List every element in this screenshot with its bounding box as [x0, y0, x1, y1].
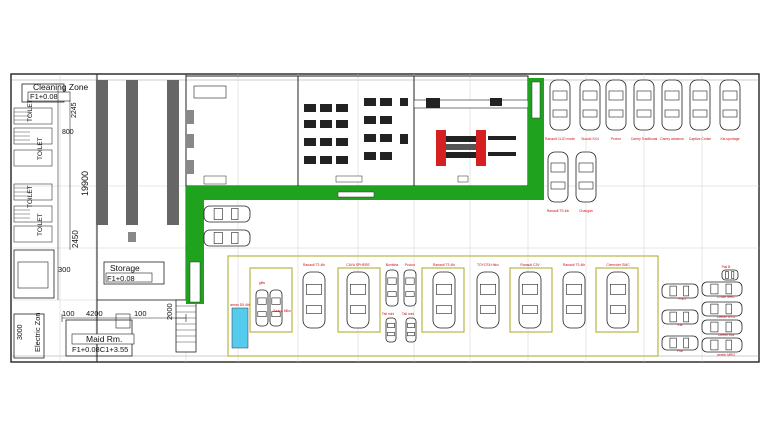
car-showroom-label-1: Ranault T3 4th [303, 263, 325, 267]
dim-100-right: 100 [134, 309, 147, 318]
cleaning-zone-label: Cleaning Zone [33, 82, 89, 92]
showroom-zones [227, 255, 659, 357]
right-cluster-label-1: Ford [679, 297, 686, 301]
dim-2000: 2000 [165, 303, 174, 320]
car-small-4 [405, 317, 417, 343]
dim-19900: 19900 [80, 171, 90, 196]
electric-zone [13, 313, 45, 359]
car-far-right-1 [721, 269, 739, 281]
green-corridor [186, 78, 544, 304]
far-right-label-4: Ceefer Kia [718, 333, 734, 337]
right-cluster-label-2: Kia [678, 323, 683, 327]
car-top-2 [579, 79, 601, 131]
car-showroom-label-7: Ranault T3 4th [563, 263, 585, 267]
car-showroom-1 [302, 271, 326, 329]
car-mid-label-1: Ranault TS 4th [547, 209, 570, 213]
car-far-right-2 [701, 281, 743, 297]
dim-3000: 3000 [17, 324, 24, 340]
car-showroom-label-2: CAYA SPHERE [346, 263, 370, 267]
car-left-1 [255, 289, 269, 327]
far-right-label-5: ceefer MRG [717, 353, 736, 357]
car-top-label-3: Proton [611, 137, 621, 141]
car-top-6 [689, 79, 711, 131]
car-small-label-2: Proton [405, 263, 415, 267]
car-mid-2 [575, 151, 597, 203]
car-mid-label-2: Changan [579, 209, 593, 213]
dim-100-left: 100 [62, 309, 75, 318]
car-top-1 [549, 79, 571, 131]
maid-room-label: Maid Rm. [86, 334, 122, 344]
car-top-4 [633, 79, 655, 131]
car-small-2 [403, 269, 417, 307]
car-parked-1 [203, 205, 251, 223]
car-showroom-8 [606, 271, 630, 329]
car-showroom-2 [346, 271, 370, 329]
car-right-cluster-3 [661, 335, 699, 351]
car-small-bottom-label-2: Tall mini [402, 312, 414, 316]
dim-2245: 2245 [71, 102, 78, 118]
left-label-2: gifts [259, 281, 266, 285]
car-left-2 [269, 289, 283, 327]
car-showroom-4 [432, 271, 456, 329]
left-label-3: Saaya Mlko [273, 309, 291, 313]
car-top-5 [661, 79, 683, 131]
rack-1 [96, 80, 108, 225]
car-showroom-label-5: TOYOTA Hilux [477, 263, 499, 267]
car-top-7 [719, 79, 741, 131]
far-right-label-2: Cruze MRC [717, 295, 735, 299]
car-top-label-6: Captiva Cruise [689, 137, 711, 141]
maid-room-level: F1+0.08C1+3.55 [72, 345, 128, 354]
far-right-label-1: Fiat B [722, 265, 732, 269]
car-small-label-1: Bonbiba [386, 263, 399, 267]
car-small-1 [385, 269, 399, 307]
toilet-label-1: TOILET [27, 99, 34, 122]
car-showroom-label-8: Chevrolet GMC [606, 263, 630, 267]
car-lift [436, 130, 446, 166]
toilet-label-3: TOILET [27, 185, 34, 208]
car-right-cluster-1 [661, 283, 699, 299]
car-showroom-5 [476, 271, 500, 329]
dim-2450: 2450 [71, 230, 80, 248]
car-top-label-7: Kia sportage [720, 137, 739, 141]
car-far-right-3 [701, 301, 743, 317]
car-far-right-4 [701, 319, 743, 335]
storage-room [103, 261, 165, 285]
car-showroom-7 [562, 271, 586, 329]
toilet-label-2: TOILET [37, 137, 44, 160]
storage-label: Storage [110, 263, 140, 273]
electric-zone-label: Electric Zon [33, 312, 42, 352]
car-right-cluster-2 [661, 309, 699, 325]
car-parked-2 [203, 229, 251, 247]
car-top-3 [605, 79, 627, 131]
cleaning-zone-level: F1+0.08 [30, 92, 58, 101]
toilet-label-4: TOILET [37, 213, 44, 236]
left-label-1: areas D5 4th [230, 303, 250, 307]
car-mid-1 [547, 151, 569, 203]
car-top-label-4: Camry Traditional [631, 137, 658, 141]
dim-300: 300 [58, 265, 71, 274]
car-far-right-5 [701, 337, 743, 353]
car-top-label-1: Ranault CLIO mode [545, 137, 575, 141]
right-cluster-label-3: Fiat [677, 349, 683, 353]
car-top-label-2: Suzuki SX4 [581, 137, 599, 141]
car-showroom-label-4: Ranault T3 4th [433, 263, 455, 267]
car-small-bottom-label-1: Tall mini [382, 312, 394, 316]
storage-level: F1+0.08 [107, 274, 135, 283]
car-top-label-5: Camry advance [660, 137, 684, 141]
water-feature [231, 307, 249, 349]
rack-2 [126, 80, 138, 225]
rack-3 [167, 80, 179, 225]
car-small-3 [385, 317, 397, 343]
dim-800: 800 [62, 129, 74, 136]
storage-area [96, 73, 197, 353]
car-showroom-6 [518, 271, 542, 329]
far-right-label-3: Ceefer GTO [717, 315, 736, 319]
dim-4200: 4200 [86, 309, 103, 318]
car-showroom-label-6: Ranault C3V [520, 263, 540, 267]
